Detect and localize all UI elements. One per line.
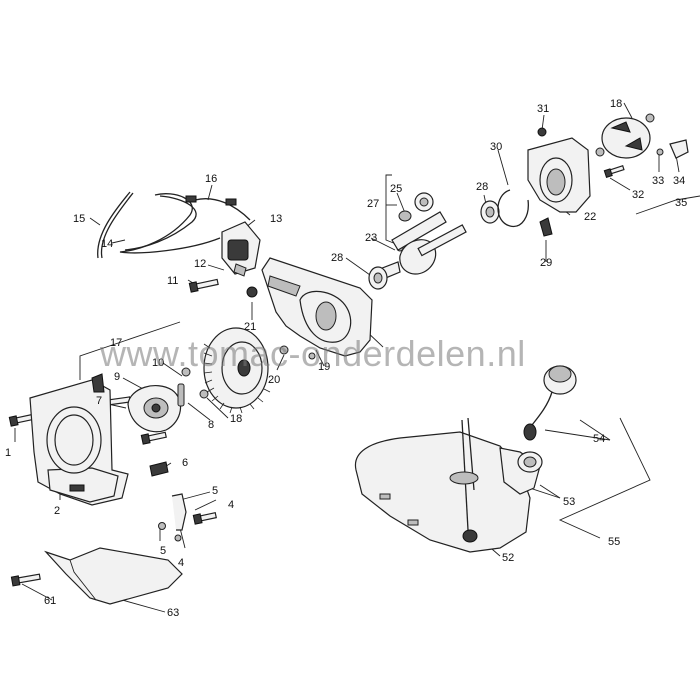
guard-plate — [44, 547, 183, 605]
callout-25: 25 — [390, 183, 402, 195]
callout-28: 28 — [331, 252, 343, 264]
callout-5: 5 — [160, 545, 166, 557]
callout-55: 55 — [608, 536, 620, 548]
callout-6: 6 — [182, 457, 188, 469]
callout-7: 7 — [96, 395, 102, 407]
leader-lines — [14, 102, 700, 613]
callout-1: 1 — [5, 447, 11, 459]
callout-52: 52 — [502, 552, 514, 564]
callout-10: 10 — [152, 357, 164, 369]
callout-11: 11 — [167, 275, 178, 287]
callout-12: 12 — [194, 258, 206, 270]
bearings — [368, 200, 500, 290]
callout-27: 27 — [367, 198, 379, 210]
callout-labels: 1 2 4 4 5 5 6 7 8 9 10 11 12 13 14 15 16… — [5, 98, 687, 619]
crankshaft — [371, 192, 467, 283]
callout-61: 61 — [44, 595, 56, 607]
callout-32: 32 — [632, 189, 644, 201]
callout-28: 28 — [476, 181, 488, 193]
clutch — [127, 367, 209, 433]
fuel-tank — [354, 417, 543, 553]
callout-18: 18 — [610, 98, 622, 110]
callout-33: 33 — [652, 175, 664, 187]
callout-4: 4 — [228, 499, 234, 511]
cylinder — [527, 137, 591, 237]
callout-20: 20 — [268, 374, 280, 386]
callout-18: 18 — [230, 413, 242, 425]
crankcase — [246, 257, 373, 360]
ignition-coil — [221, 221, 261, 277]
callout-30: 30 — [490, 141, 502, 153]
fuel-cap — [523, 365, 577, 441]
callout-31: 31 — [537, 103, 549, 115]
callout-23: 23 — [365, 232, 377, 244]
callout-9: 9 — [114, 371, 120, 383]
callout-14: 14 — [101, 238, 113, 250]
callout-34: 34 — [673, 175, 685, 187]
wires — [97, 191, 251, 259]
callout-16: 16 — [205, 173, 217, 185]
callout-35: 35 — [675, 197, 687, 209]
callout-54: 54 — [593, 433, 605, 445]
callout-53: 53 — [563, 496, 575, 508]
flywheel — [203, 327, 271, 414]
starter-pulley — [595, 113, 689, 159]
callout-13: 13 — [270, 213, 282, 225]
screws — [8, 127, 625, 587]
callout-4: 4 — [178, 557, 184, 569]
circlip — [497, 189, 529, 228]
callout-17: 17 — [110, 337, 122, 349]
callout-8: 8 — [208, 419, 214, 431]
callout-2: 2 — [54, 505, 60, 517]
callout-15: 15 — [73, 213, 85, 225]
callout-29: 29 — [540, 257, 552, 269]
callout-63: 63 — [167, 607, 179, 619]
callout-19: 19 — [318, 361, 330, 373]
callout-22: 22 — [584, 211, 596, 223]
callout-5: 5 — [212, 485, 218, 497]
callout-21: 21 — [244, 321, 256, 333]
small-parts — [149, 461, 187, 542]
starter-housing — [29, 373, 129, 506]
